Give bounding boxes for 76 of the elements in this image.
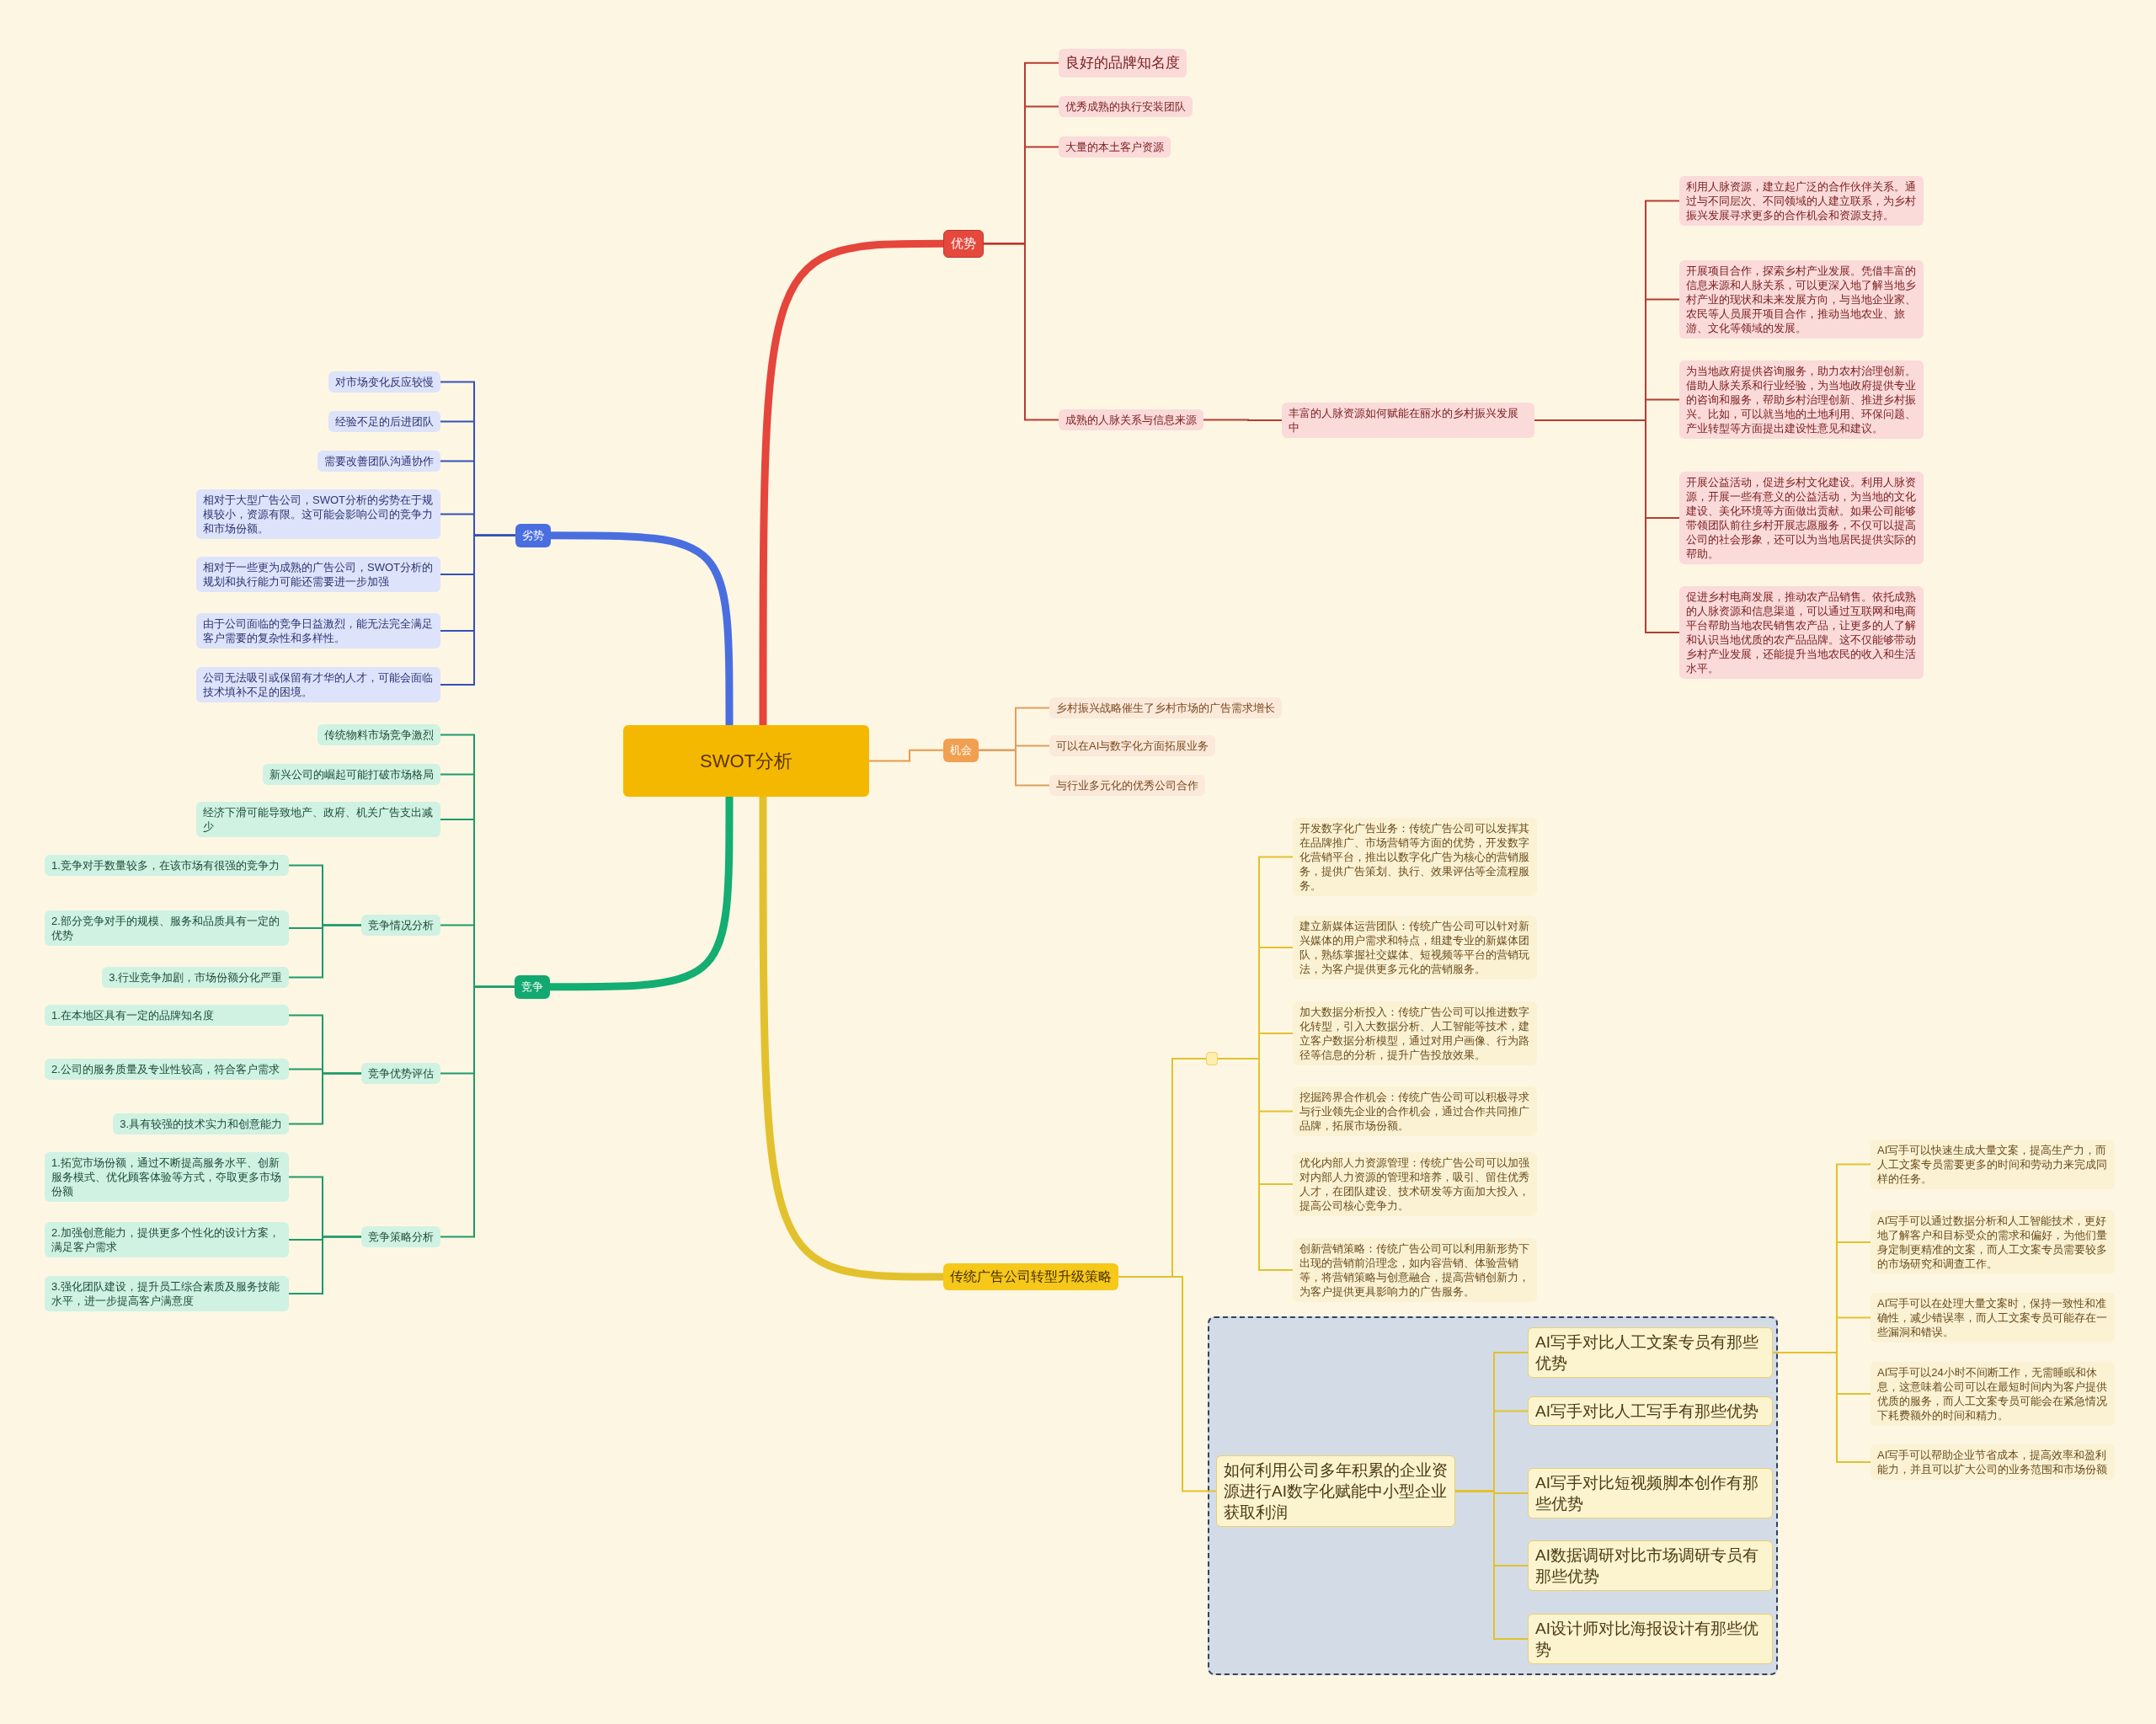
topic-box: 经验不足的后进团队: [328, 411, 440, 432]
topic-box: 竞争优势评估: [361, 1063, 440, 1084]
connector-line: [288, 1072, 362, 1125]
topic-box: 新兴公司的崛起可能打破市场格局: [263, 764, 440, 785]
topic-box: 优秀成熟的执行安装团队: [1059, 96, 1193, 117]
connector-line: [1217, 1058, 1294, 1271]
topic-box: 可以在AI与数字化方面拓展业务: [1049, 735, 1216, 756]
topic-box: AI写手对比短视频脚本创作有那些优势: [1528, 1468, 1773, 1519]
topic-box: AI设计师对比海报设计有那些优势: [1528, 1614, 1773, 1664]
branch-topic: 机会: [943, 739, 979, 762]
branch-topic: 优势: [943, 230, 984, 258]
topic-box: 2.加强创意能力，提供更多个性化的设计方案，满足客户需求: [45, 1222, 289, 1257]
topic-box: 竞争情况分析: [361, 915, 440, 936]
topic-box: 经济下滑可能导致地产、政府、机关广告支出减少: [196, 802, 440, 837]
connector-line: [868, 749, 944, 762]
connector-line: [1118, 1276, 1217, 1492]
topic-box: 对市场变化反应较慢: [328, 371, 440, 392]
topic-box: 3.具有较强的技术实力和创意能力: [113, 1113, 289, 1134]
topic-box: 开发数字化广告业务：传统广告公司可以发挥其在品牌推广、市场营销等方面的优势，开发数字化营销平台，推出以数字化广告为核心的营销服务，提供广告策划、执行、效果评估等全流程服务。: [1293, 818, 1537, 896]
empty-topic-box: [1206, 1052, 1218, 1065]
topic-box: 传统物料市场竞争激烈: [318, 724, 440, 745]
topic-box: 如何利用公司多年积累的企业资源进行AI数字化赋能中小型企业获取利润: [1216, 1455, 1455, 1527]
topic-box: 丰富的人脉资源如何赋能在丽水的乡村振兴发展中: [1282, 403, 1534, 438]
topic-box: AI数据调研对比市场调研专员有那些优势: [1528, 1540, 1773, 1591]
branch-topic: 传统广告公司转型升级策略: [943, 1263, 1118, 1290]
topic-box: 相对于大型广告公司，SWOT分析的劣势在于规模较小，资源有限。这可能会影响公司的竞争力和市场份额。: [196, 489, 440, 539]
connector-line: [440, 985, 515, 1238]
topic-box: 由于公司面临的竞争日益激烈，能无法完全满足客户需要的复杂性和多样性。: [196, 613, 440, 649]
topic-box: 开展公益活动，促进乡村文化建设。利用人脉资源，开展一些有意义的公益活动，为当地的文化建设、美化环境等方面做出贡献。如果公司能够带领团队前往乡村开展志愿服务，不仅可以提高公司的社会形象，还可以为当地居民提供实际的帮助。: [1679, 472, 1924, 564]
topic-box: 成熟的人脉关系与信息来源: [1059, 409, 1203, 430]
topic-box: AI写手可以帮助企业节省成本，提高效率和盈利能力，并且可以扩大公司的业务范围和市场份额: [1870, 1444, 2115, 1480]
topic-box: 3.强化团队建设，提升员工综合素质及服务技能水平，进一步提高客户满意度: [45, 1276, 289, 1311]
branch-connector: [759, 239, 944, 725]
branch-connector: [551, 531, 734, 725]
dashed-region: [1208, 1316, 1778, 1675]
connector-line: [1203, 419, 1283, 421]
connector-line: [978, 749, 1050, 787]
topic-box: AI写手可以快速生成大量文案，提高生产力，而人工文案专员需要更多的时间和劳动力来完成同样的任务。: [1870, 1140, 2115, 1189]
topic-box: 1.拓宽市场份额，通过不断提高服务水平、创新服务模式、优化顾客体验等方式，夺取更多市场份额: [45, 1152, 289, 1202]
topic-box: 开展项目合作，探索乡村产业发展。凭借丰富的信息来源和人脉关系，可以更深入地了解当地乡村产业的现状和未来发展方向，与当地企业家、农民等人员展开项目合作，推动当地农业、旅游、文化等领域的发展。: [1679, 260, 1924, 339]
topic-box: 与行业多元化的优秀公司合作: [1049, 775, 1205, 796]
topic-box: AI写手可以24小时不间断工作，无需睡眠和休息，这意味着公司可以在最短时间内为客户提供优质的服务，而人工文案专员可能会在紧急情况下耗费额外的时间和精力。: [1870, 1362, 2115, 1426]
topic-box: 1.竞争对手数量较多，在该市场有很强的竞争力: [45, 855, 289, 876]
topic-box: 需要改善团队沟通协作: [318, 451, 440, 472]
branch-topic: 竞争: [515, 975, 550, 999]
connector-line: [440, 534, 516, 686]
topic-box: 3.行业竞争加剧，市场份额分化严重: [102, 967, 289, 988]
topic-box: 利用人脉资源，建立起广泛的合作伙伴关系。通过与不同层次、不同领域的人建立联系，为乡村振兴发展寻求更多的合作机会和资源支持。: [1679, 176, 1924, 226]
topic-box: 2.部分竞争对手的规模、服务和品质具有一定的优势: [45, 910, 289, 946]
topic-box: 公司无法吸引或保留有才华的人才，可能会面临技术填补不足的困境。: [196, 667, 440, 702]
topic-box: 1.在本地区具有一定的品牌知名度: [45, 1005, 289, 1026]
topic-box: AI写手可以通过数据分析和人工智能技术，更好地了解客户和目标受众的需求和偏好，为他们量身定制更精准的文案，而人工文案专员需要较多的市场研究和调查工作。: [1870, 1210, 2115, 1274]
branch-connector: [550, 797, 734, 991]
topic-box: AI写手对比人工文案专员有那些优势: [1528, 1327, 1773, 1378]
branch-topic: 劣势: [515, 524, 551, 547]
topic-box: AI写手对比人工写手有那些优势: [1528, 1396, 1773, 1426]
topic-box: 相对于一些更为成熟的广告公司，SWOT分析的规划和执行能力可能还需要进一步加强: [196, 557, 440, 592]
topic-box: AI写手可以在处理大量文案时，保持一致性和准确性，减少错误率，而人工文案专员可能存在一些漏洞和错误。: [1870, 1293, 2115, 1342]
topic-box: 良好的品牌知名度: [1059, 49, 1187, 77]
topic-box: 加大数据分析投入：传统广告公司可以推进数字化转型，引入大数据分析、人工智能等技术，建立客户数据分析模型，通过对用户画像、行为路径等信息的分析，提升广告投放效果。: [1293, 1001, 1537, 1065]
connector-line: [1454, 1490, 1529, 1640]
topic-box: 乡村振兴战略催生了乡村市场的广告需求增长: [1049, 697, 1282, 718]
topic-box: 创新营销策略：传统广告公司可以利用新形势下出现的营销前沿理念，如内容营销、体验营销等，将营销策略与创意融合，提高营销创新力，为客户提供更具影响力的广告服务。: [1293, 1238, 1537, 1302]
topic-box: 竞争策略分析: [361, 1226, 440, 1247]
connector-line: [288, 1236, 362, 1294]
topic-box: 优化内部人力资源管理：传统广告公司可以加强对内部人力资源的管理和培养，吸引、留住优秀人才，在团队建设、技术研发等方面加大投入，提高公司核心竞争力。: [1293, 1152, 1537, 1216]
topic-box: 大量的本土客户资源: [1059, 136, 1171, 157]
topic-box: 促进乡村电商发展，推动农产品销售。依托成熟的人脉资源和信息渠道，可以通过互联网和电商平台帮助当地农民销售农产品，让更多的人了解和认识当地优质的农产品品牌。这不仅能够带动乡村产业发展，还能提升当地农民的收入和生活水平。: [1679, 586, 1924, 679]
central-topic: SWOT分析: [623, 725, 869, 797]
connector-line: [288, 924, 362, 979]
topic-box: 2.公司的服务质量及专业性较高，符合客户需求: [45, 1059, 289, 1080]
connector-line: [983, 243, 1059, 421]
topic-box: 建立新媒体运营团队：传统广告公司可以针对新兴媒体的用户需求和特点，组建专业的新媒体团队，熟练掌握社交媒体、短视频等平台的营销玩法，为客户提供更多元化的营销服务。: [1293, 915, 1537, 979]
branch-connector: [759, 797, 944, 1281]
topic-box: 为当地政府提供咨询服务，助力农村治理创新。借助人脉关系和行业经验，为当地政府提供专业的咨询和服务，帮助乡村治理创新、推进乡村振兴。比如，可以就当地的土地利用、环保问题、产业转型等方面提出建设性意见和建议。: [1679, 360, 1924, 439]
topic-box: 挖掘跨界合作机会：传统广告公司可以积极寻求与行业领先企业的合作机会，通过合作共同推广品牌，拓展市场份额。: [1293, 1086, 1537, 1136]
